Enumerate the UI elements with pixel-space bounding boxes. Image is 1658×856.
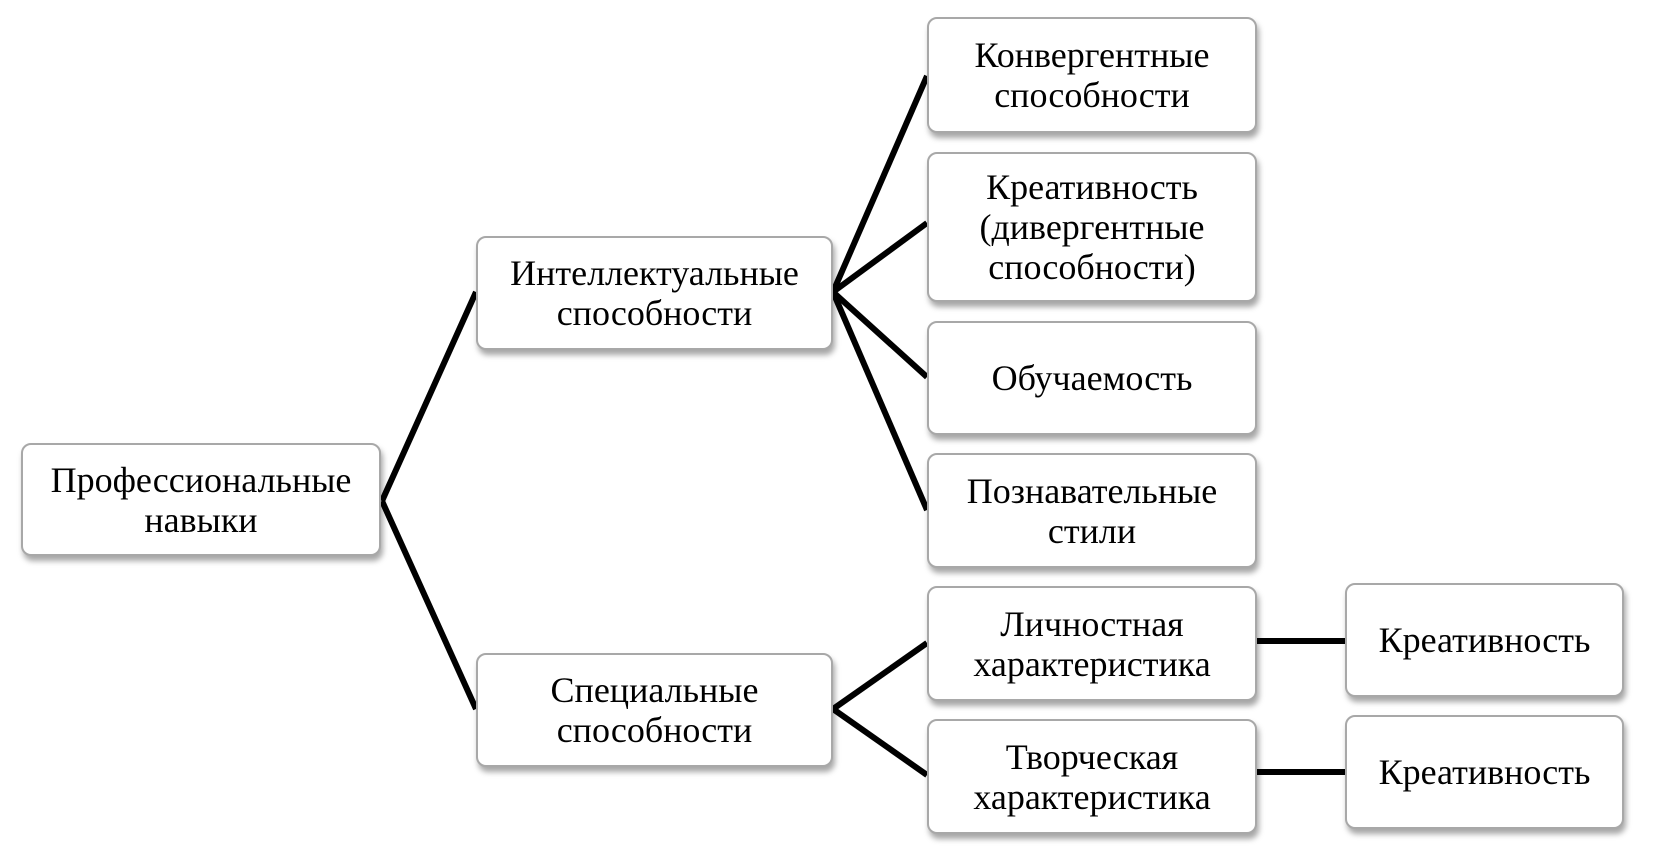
node-cognitive-styles: Познавательные стили [927,453,1257,568]
node-creativity-divergent: Креативность (дивергентные способности) [927,152,1257,302]
node-label: Познавательные стили [966,470,1218,551]
node-label: Профессиональные навыки [50,459,352,540]
connector-root-special [379,499,479,711]
node-label: Творческая характеристика [973,736,1211,817]
node-label: Специальные способности [550,670,759,750]
node-label: Обучаемость [991,358,1193,398]
node-creative-characteristic: Творческая характеристика [927,719,1257,834]
node-convergent: Конвергентные способности [927,17,1257,133]
connector-intellectual-cognitive-styles [830,290,930,512]
node-label: Креативность (дивергентные способности) [979,167,1205,287]
connector-intellectual-learnability [830,289,930,380]
node-root: Профессиональные навыки [21,443,381,556]
connector-intellectual-convergent [830,74,930,294]
node-learnability: Обучаемость [927,321,1257,435]
node-special: Специальные способности [476,653,833,767]
node-label: Конвергентные способности [974,35,1210,115]
connector-intellectual-creativity [831,220,929,295]
node-intellectual: Интеллектуальные способности [476,236,833,350]
node-label: Личностная характеристика [973,603,1211,684]
node-personal-characteristic: Личностная характеристика [927,586,1257,701]
node-label: Креативность [1378,620,1591,660]
connector-special-personal [831,640,929,712]
node-label: Интеллектуальные способности [510,253,799,333]
node-creativity-2: Креативность [1345,715,1624,829]
connector-root-intellectual [379,290,479,503]
node-creativity-1: Креативность [1345,583,1624,697]
connector-special-creative [831,706,929,778]
node-label: Креативность [1378,752,1591,792]
